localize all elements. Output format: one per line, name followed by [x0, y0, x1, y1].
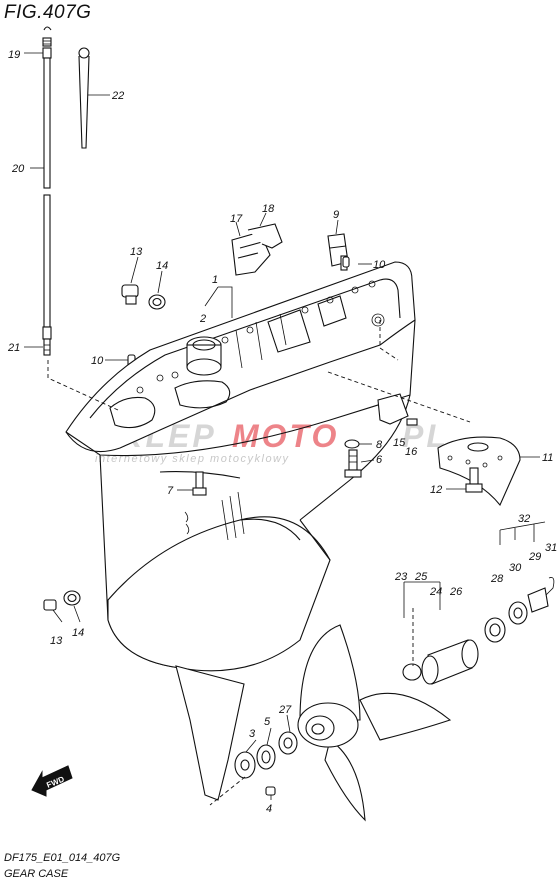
callout-27: 27 — [278, 704, 292, 716]
pin-part-4 — [265, 786, 276, 796]
callout-1: 1 — [212, 274, 218, 286]
callout-14-upper: 14 — [156, 260, 168, 272]
bolt-part-6 — [344, 449, 362, 478]
assembly-dashed-lines — [47, 320, 471, 806]
callout-20: 20 — [11, 163, 25, 175]
bolt-part-7 — [192, 471, 207, 496]
oil-plug-upper — [121, 284, 166, 310]
callout-10-left: 10 — [91, 355, 104, 367]
thrust-spacer-group — [402, 577, 555, 685]
callout-18: 18 — [262, 203, 275, 215]
callout-4: 4 — [266, 803, 272, 815]
callout-16: 16 — [405, 446, 418, 458]
callout-22: 22 — [111, 90, 124, 102]
callout-13-lower: 13 — [50, 635, 63, 647]
figure-name: GEAR CASE — [4, 868, 69, 880]
nut-part-3 — [234, 751, 256, 779]
shaft-top-spline — [42, 47, 52, 59]
anode-part-15 — [377, 393, 409, 425]
callout-12: 12 — [430, 484, 442, 496]
callout-23: 23 — [394, 571, 408, 583]
trim-tab-part-11 — [437, 436, 521, 507]
callout-29: 29 — [528, 551, 541, 563]
callout-26: 26 — [449, 586, 463, 598]
oil-plug-lower — [43, 590, 81, 611]
callout-31: 31 — [545, 542, 557, 554]
spacer-part-27 — [278, 731, 298, 755]
callout-14-lower: 14 — [72, 627, 84, 639]
anode-parts-8-15-16 — [344, 393, 418, 449]
callout-9: 9 — [333, 209, 339, 221]
leader-lines — [24, 52, 546, 800]
trim-bracket-parts-17-18 — [231, 223, 283, 276]
shaft-cap-part-19 — [42, 37, 52, 47]
callout-13-upper: 13 — [130, 246, 143, 258]
washer-part-5 — [256, 744, 276, 770]
drive-shaft-upper — [43, 57, 51, 189]
figure-code: DF175_E01_014_407G — [4, 852, 121, 864]
gear-case-housing — [65, 261, 416, 801]
callout-5: 5 — [264, 716, 271, 728]
callout-7: 7 — [167, 485, 174, 497]
shaft-cap-top — [43, 26, 52, 31]
figure-title: FIG.407G — [4, 2, 92, 23]
callout-28: 28 — [490, 573, 504, 585]
washer-part-8 — [344, 439, 360, 449]
callout-30: 30 — [509, 562, 522, 574]
thrust-parts — [234, 731, 298, 796]
bolt-part-12 — [465, 467, 483, 493]
watermark-tagline: internetowy sklep motocyklowy — [95, 453, 290, 465]
callout-labels: 19 22 20 21 13 14 1 2 17 18 9 10 10 8 15… — [7, 49, 557, 815]
drive-shaft-assembly — [42, 26, 52, 356]
callout-17: 17 — [230, 213, 243, 225]
pin-part-22 — [78, 47, 90, 149]
callout-19: 19 — [8, 49, 20, 61]
callout-25: 25 — [414, 571, 428, 583]
drive-shaft-lower — [43, 194, 51, 328]
callout-21: 21 — [7, 342, 20, 354]
watermark-brand-b: MOTO — [232, 418, 339, 454]
shaft-pinion-end — [42, 326, 52, 340]
forward-direction-arrow: FWD — [31, 765, 73, 797]
callout-8: 8 — [376, 439, 383, 451]
callout-11: 11 — [542, 452, 553, 464]
callout-24: 24 — [429, 586, 442, 598]
callout-10-right: 10 — [373, 259, 386, 271]
callout-2: 2 — [199, 313, 206, 325]
dowel-pin-right — [342, 256, 350, 268]
callout-15: 15 — [393, 437, 406, 449]
callout-32: 32 — [518, 513, 530, 525]
bolt-part-16 — [406, 418, 418, 426]
shaft-bottom-part-21 — [43, 338, 51, 356]
propeller — [297, 624, 452, 822]
callout-3: 3 — [249, 728, 256, 740]
callout-6: 6 — [376, 454, 383, 466]
